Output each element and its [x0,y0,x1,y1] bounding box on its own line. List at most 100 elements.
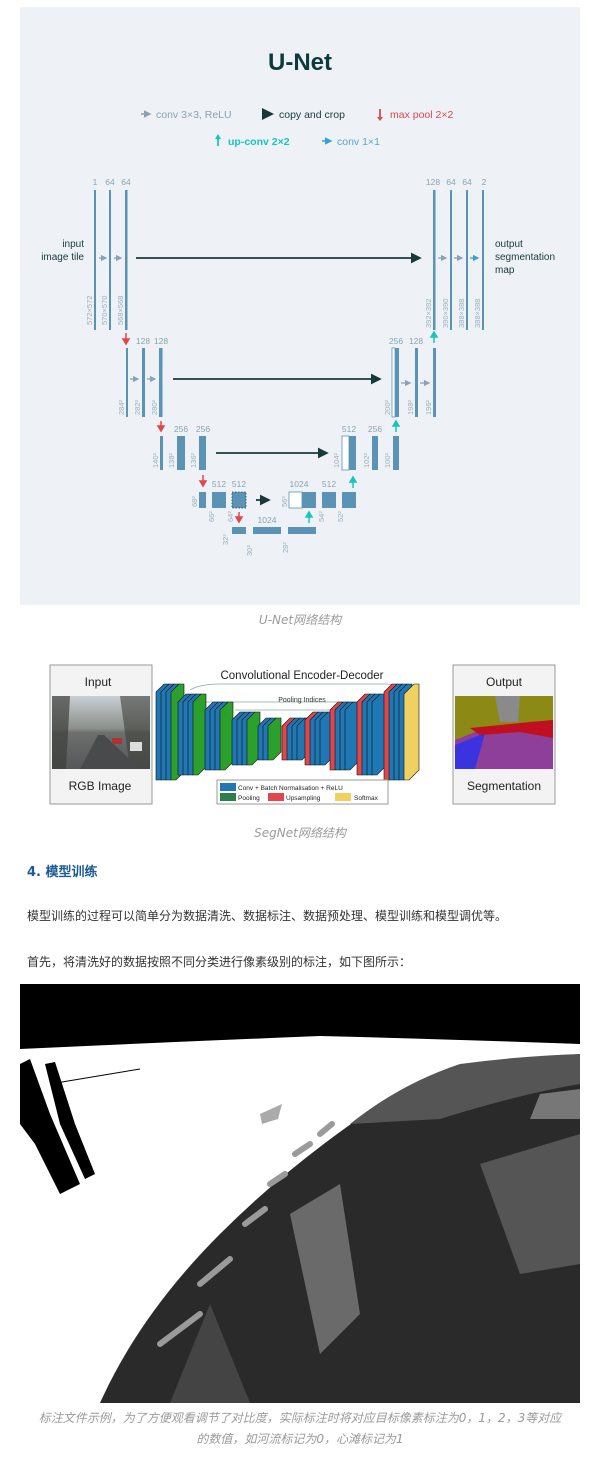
label-caption-line1: 标注文件示例，为了方便观看调节了对比度，实际标注时将对应目标像素标注为0，1，2… [38,1411,562,1425]
size-label: 100² [383,452,392,468]
legend-softmax: Softmax [354,795,379,802]
output-label: map [495,265,515,276]
legend-swatch-pool [220,793,236,801]
legend-upconv: up-conv 2×2 [228,136,290,148]
conv-layer [344,701,359,771]
channel-label: 256 [368,424,382,434]
output-title: Output [486,675,523,689]
unet-caption: U-Net网络结构 [258,613,342,627]
size-label: 388×388 [473,299,482,328]
channel-label: 1024 [290,479,309,489]
output-segmentation [455,696,553,769]
legend-pool: max pool 2×2 [390,109,453,121]
legend-swatch-conv [220,783,236,791]
unet-legend: conv 3×3, ReLU copy and crop max pool 2×… [141,108,453,148]
channel-label: 512 [212,479,226,489]
segnet-layers [155,683,420,781]
section-heading: 4. 模型训练 [27,865,98,880]
channel-label: 64 [462,177,472,187]
size-label: 392×392 [424,299,433,328]
pooling-layer [219,701,234,771]
channel-label: 128 [136,336,150,346]
size-label: 66² [207,511,216,522]
channel-label: 256 [196,424,210,434]
unet-title: U-Net [268,49,332,76]
legend-swatch-softmax [335,793,351,801]
channel-label: 64 [121,177,131,187]
input-label: input [62,239,84,250]
channel-label: 1 [93,177,98,187]
size-label: 30² [245,545,254,556]
size-label: 284² [117,399,126,415]
unet-diagram: U-Net conv 3×3, ReLU copy and crop max p… [20,7,580,605]
channel-label: 64 [446,177,456,187]
legend-pool: Pooling [238,795,260,802]
channel-label: 512 [232,479,246,489]
feature-map [450,190,452,330]
segnet-legend [216,779,389,805]
size-label: 140² [151,452,160,468]
size-label: 196² [424,399,433,415]
segnet-diagram: Input RGB Image Output Segmentation Conv… [0,655,600,815]
legend-conv: Conv + Batch Normalisation + ReLU [238,785,343,792]
channel-label: 128 [154,336,168,346]
size-label: 280² [150,399,159,415]
size-label: 390×390 [441,299,450,328]
size-label: 104² [332,452,341,468]
size-label: 282² [133,399,142,415]
channel-label: 512 [322,479,336,489]
size-label: 68² [190,496,199,507]
size-label: 198² [406,399,415,415]
channel-label: 256 [389,336,403,346]
input-label: image tile [41,252,84,263]
size-label: 52² [336,511,345,522]
output-label: output [495,239,523,250]
pooling-layer [267,717,282,761]
channel-label: 256 [174,424,188,434]
segnet-title: Convolutional Encoder-Decoder [220,670,383,682]
size-label: 568×568 [116,296,125,325]
size-label: 388×388 [457,299,466,328]
size-label: 570×570 [100,296,109,325]
channel-label: 2 [482,177,487,187]
feature-map [125,190,128,330]
legend-conv33: conv 3×3, ReLU [156,109,232,121]
size-label: 28² [281,542,290,553]
legend-copy: copy and crop [279,109,345,121]
paragraph: 模型训练的过程可以简单分为数据清洗、数据标注、数据预处理、模型训练和模型调优等。 [27,909,508,923]
output-subtitle: Segmentation [467,779,541,793]
annotation-label-image [20,984,580,1403]
input-title: Input [85,675,112,689]
feature-map [109,190,111,330]
softmax-layer [403,683,420,781]
size-label: 54² [317,511,326,522]
size-label: 136² [189,452,198,468]
size-label: 102² [362,452,371,468]
feature-map [482,190,484,330]
feature-map [466,190,468,330]
channel-label: 64 [105,177,115,187]
segnet-caption: SegNet网络结构 [254,826,346,840]
pool-arrows [121,330,439,524]
conv-layer [371,693,386,776]
label-caption-line2: 的数值，如河流标记为0，心滩标记为1 [196,1432,404,1446]
paragraph: 首先，将清洗好的数据按照不同分类进行像素级别的标注，如下图所示： [27,955,412,969]
channel-label: 1024 [258,515,277,525]
feature-map [94,190,96,330]
legend-conv11: conv 1×1 [337,136,380,148]
size-label: 56² [280,496,289,507]
feature-map [433,190,436,330]
size-label: 572×572 [85,296,94,325]
input-subtitle: RGB Image [69,779,132,793]
size-label: 138² [167,452,176,468]
size-label: 32² [221,534,230,545]
legend-up: Upsampling [286,795,321,802]
size-label: 64² [226,511,235,522]
input-photo [52,696,150,769]
pooling-layer [192,693,207,776]
output-label: segmentation [495,252,555,263]
channel-label: 512 [342,424,356,434]
legend-swatch-up [268,793,284,801]
pooling-indices-label: Pooling Indices [278,697,326,704]
unet-svg: U-Net conv 3×3, ReLU copy and crop max p… [41,49,555,556]
